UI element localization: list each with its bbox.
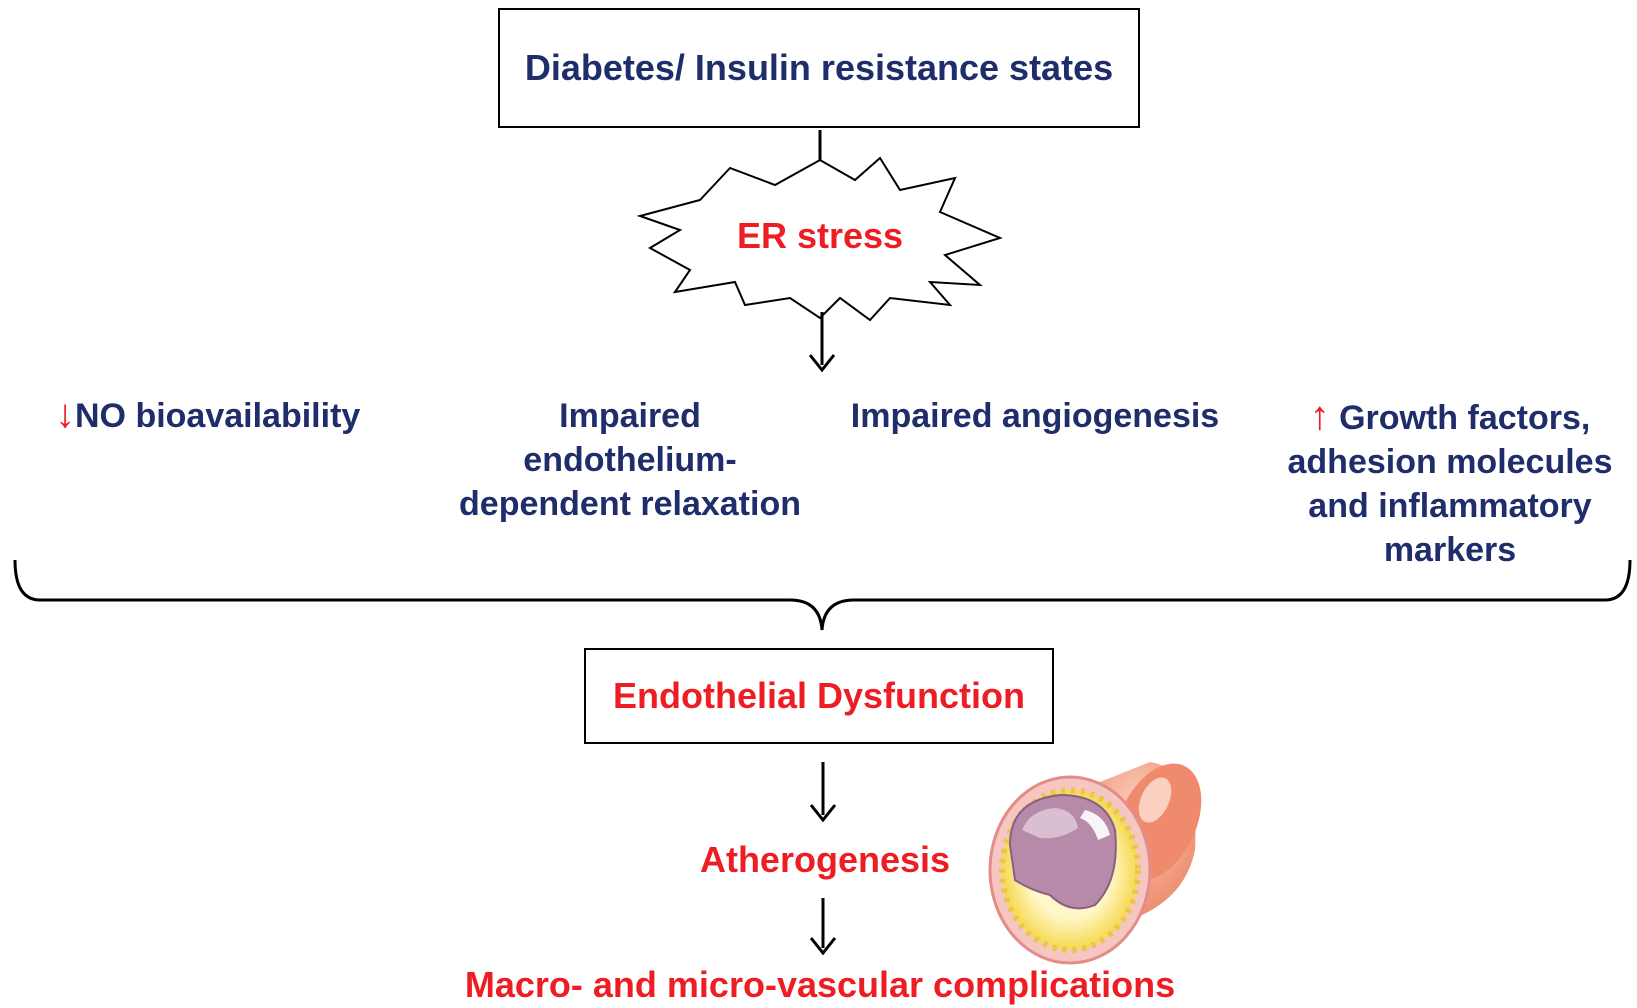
up-arrow-icon: ↑ bbox=[1309, 394, 1330, 438]
growth-line-3: and inflammatory bbox=[1308, 487, 1592, 525]
arrowhead-athero bbox=[809, 937, 837, 956]
arrowhead-burst bbox=[808, 354, 836, 373]
er-stress-label: ER stress bbox=[736, 215, 904, 256]
relaxation-line-3: dependent relaxation bbox=[459, 485, 801, 523]
effect-impaired-angiogenesis: Impaired angiogenesis bbox=[850, 397, 1220, 435]
diabetes-label: Diabetes/ Insulin resistance states bbox=[524, 47, 1114, 88]
er-stress-burst bbox=[636, 156, 1003, 322]
effect-impaired-relaxation: Impaired endothelium- dependent relaxati… bbox=[450, 394, 810, 526]
relaxation-line-1: Impaired bbox=[559, 397, 701, 435]
growth-line-4: markers bbox=[1383, 531, 1517, 569]
arrowhead-ed bbox=[809, 804, 837, 823]
grouping-brace bbox=[13, 559, 1632, 631]
atherogenesis-label: Atherogenesis bbox=[699, 839, 951, 880]
down-arrow-icon: ↓ bbox=[55, 392, 75, 436]
effect-no-bioavailability: ↓NO bioavailability bbox=[55, 392, 385, 438]
relaxation-line-2: endothelium- bbox=[523, 441, 737, 479]
endothelial-dysfunction-label: Endothelial Dysfunction bbox=[612, 675, 1025, 716]
growth-line-2: adhesion molecules bbox=[1287, 443, 1613, 481]
no-bioavailability-label: NO bioavailability bbox=[75, 397, 361, 435]
diabetes-box: Diabetes/ Insulin resistance states bbox=[498, 8, 1140, 128]
artery-illustration bbox=[988, 762, 1202, 965]
growth-line-1: Growth factors, bbox=[1339, 399, 1591, 437]
effect-growth-factors: ↑ Growth factors, adhesion molecules and… bbox=[1280, 394, 1620, 572]
complications-label: Macro- and micro-vascular complications bbox=[464, 964, 1176, 1005]
endothelial-dysfunction-box: Endothelial Dysfunction bbox=[584, 648, 1054, 744]
